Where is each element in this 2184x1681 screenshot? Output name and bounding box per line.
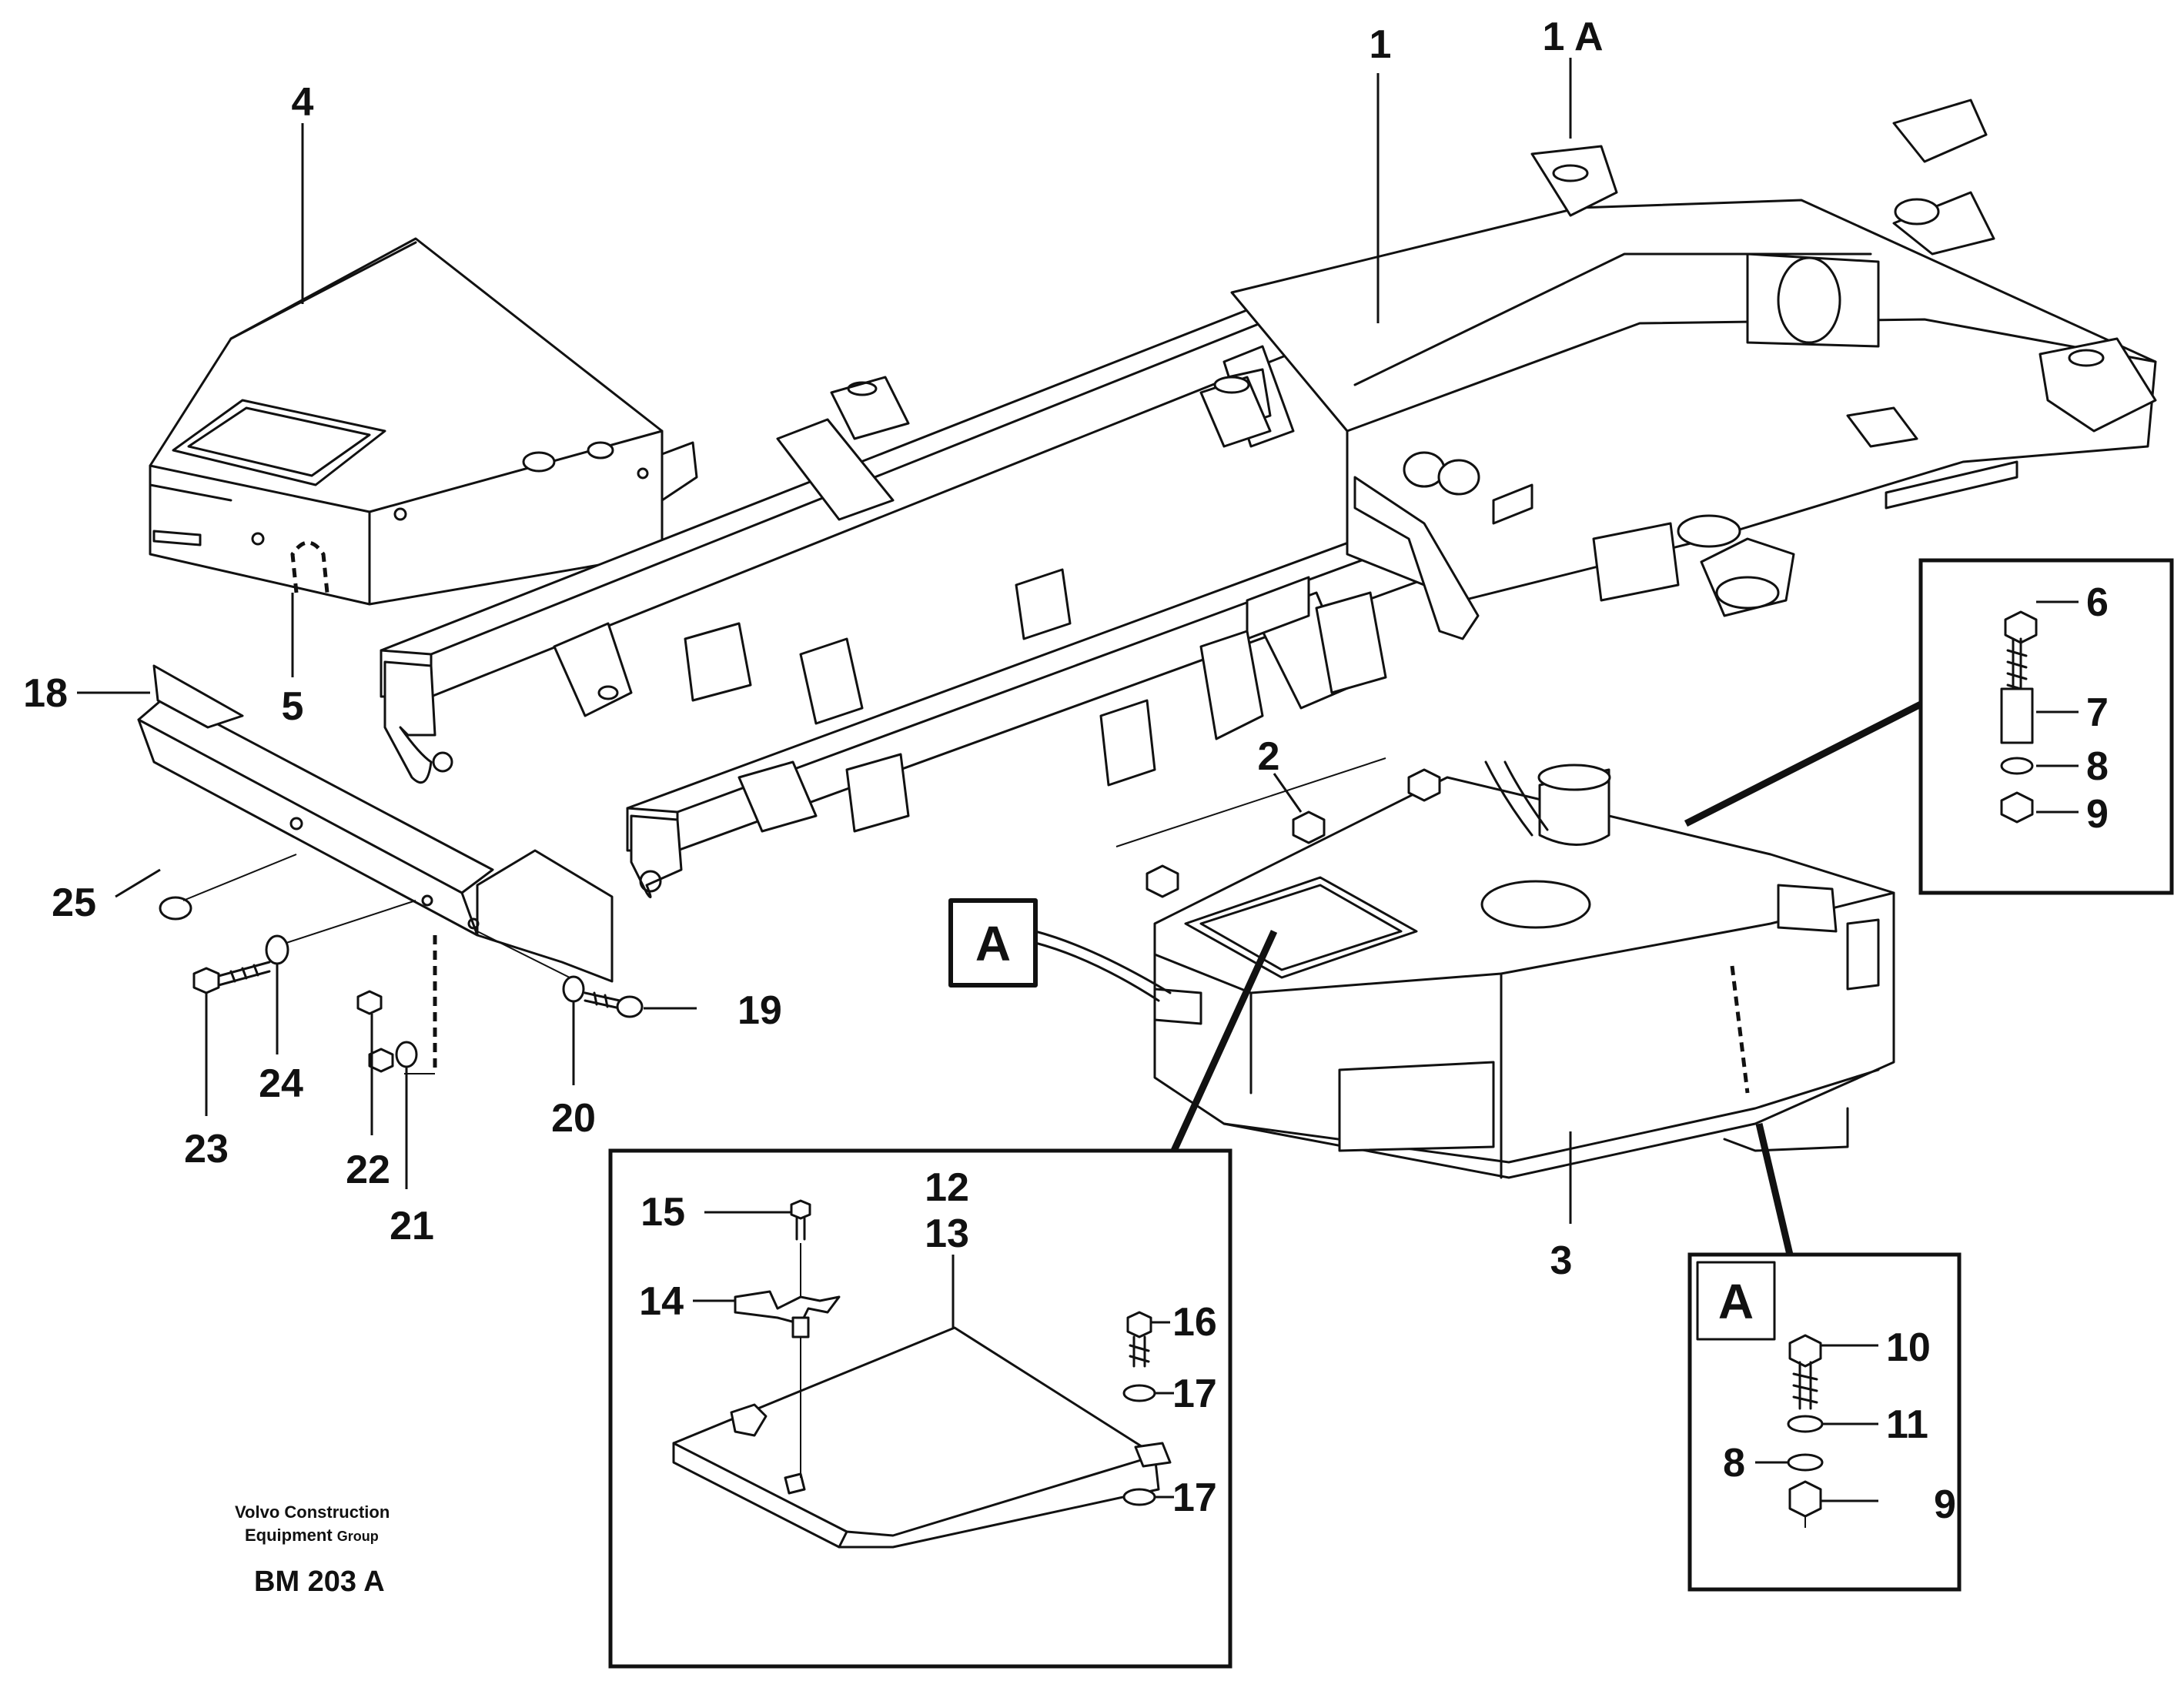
- credit-line-2-main: Equipment: [245, 1526, 333, 1545]
- detail-panel-10-11: [1687, 1122, 1962, 1592]
- bar-fasteners: [159, 854, 644, 1074]
- label-part-7: 7: [2086, 690, 2109, 735]
- label-part-10: 10: [1886, 1325, 1931, 1370]
- label-part-8-top: 8: [2086, 744, 2109, 789]
- label-part-9-bottom: 9: [1934, 1482, 1956, 1527]
- credit-line-2-small: Group: [337, 1529, 379, 1544]
- part-25-plug: [159, 896, 192, 921]
- label-part-1: 1: [1370, 22, 1392, 67]
- label-part-2: 2: [1258, 734, 1280, 779]
- label-part-11: 11: [1886, 1402, 1928, 1447]
- detail-panel-6-9: [1684, 558, 2174, 895]
- label-part-18: 18: [23, 671, 68, 716]
- leader-lines: [77, 58, 1572, 1224]
- label-part-5: 5: [282, 684, 304, 729]
- part-4-tank: [149, 237, 698, 606]
- part-2-nuts: [1115, 757, 1441, 898]
- label-part-1A: 1 A: [1543, 15, 1604, 59]
- label-part-15: 15: [640, 1190, 685, 1235]
- label-part-14: 14: [639, 1279, 684, 1324]
- part-3-tank: [1153, 760, 1895, 1179]
- label-part-9-top: 9: [2086, 792, 2109, 837]
- label-part-16: 16: [1172, 1300, 1217, 1345]
- credit-line-2: Equipment Group: [245, 1526, 379, 1545]
- detail-marker-A-right-box: [1696, 1261, 1776, 1341]
- drawing-code: BM 203 A: [254, 1566, 385, 1598]
- label-part-13: 13: [925, 1211, 969, 1256]
- label-part-17-bottom: 17: [1172, 1475, 1217, 1520]
- part-1-frame: [380, 99, 2157, 899]
- label-part-6: 6: [2086, 580, 2109, 625]
- detail-marker-A-left-label: A: [975, 916, 1011, 971]
- label-part-4: 4: [292, 80, 314, 125]
- label-part-3: 3: [1550, 1238, 1573, 1283]
- detail-marker-A-left: [948, 898, 1172, 1002]
- label-part-25: 25: [52, 881, 96, 925]
- part-labels: 4 1 1 A 5 18 25 23 24 22 21 20 19 2 3 6 …: [23, 15, 2109, 1527]
- label-part-22: 22: [346, 1148, 390, 1192]
- label-part-8-bottom: 8: [1723, 1441, 1745, 1485]
- label-part-12: 12: [925, 1165, 969, 1210]
- part-18-bar: [137, 664, 614, 983]
- credit-line-1: Volvo Construction: [235, 1502, 390, 1522]
- label-part-24: 24: [259, 1061, 303, 1106]
- detail-panel-12-17: [608, 930, 1278, 1669]
- label-part-23: 23: [184, 1127, 229, 1171]
- label-part-21: 21: [390, 1204, 434, 1248]
- detail-marker-A-right-label: A: [1718, 1274, 1754, 1329]
- credit-block: Volvo Construction Equipment Group BM 20…: [235, 1502, 390, 1598]
- label-part-20: 20: [551, 1096, 596, 1141]
- label-part-17-top: 17: [1172, 1372, 1217, 1416]
- label-part-19: 19: [737, 988, 782, 1033]
